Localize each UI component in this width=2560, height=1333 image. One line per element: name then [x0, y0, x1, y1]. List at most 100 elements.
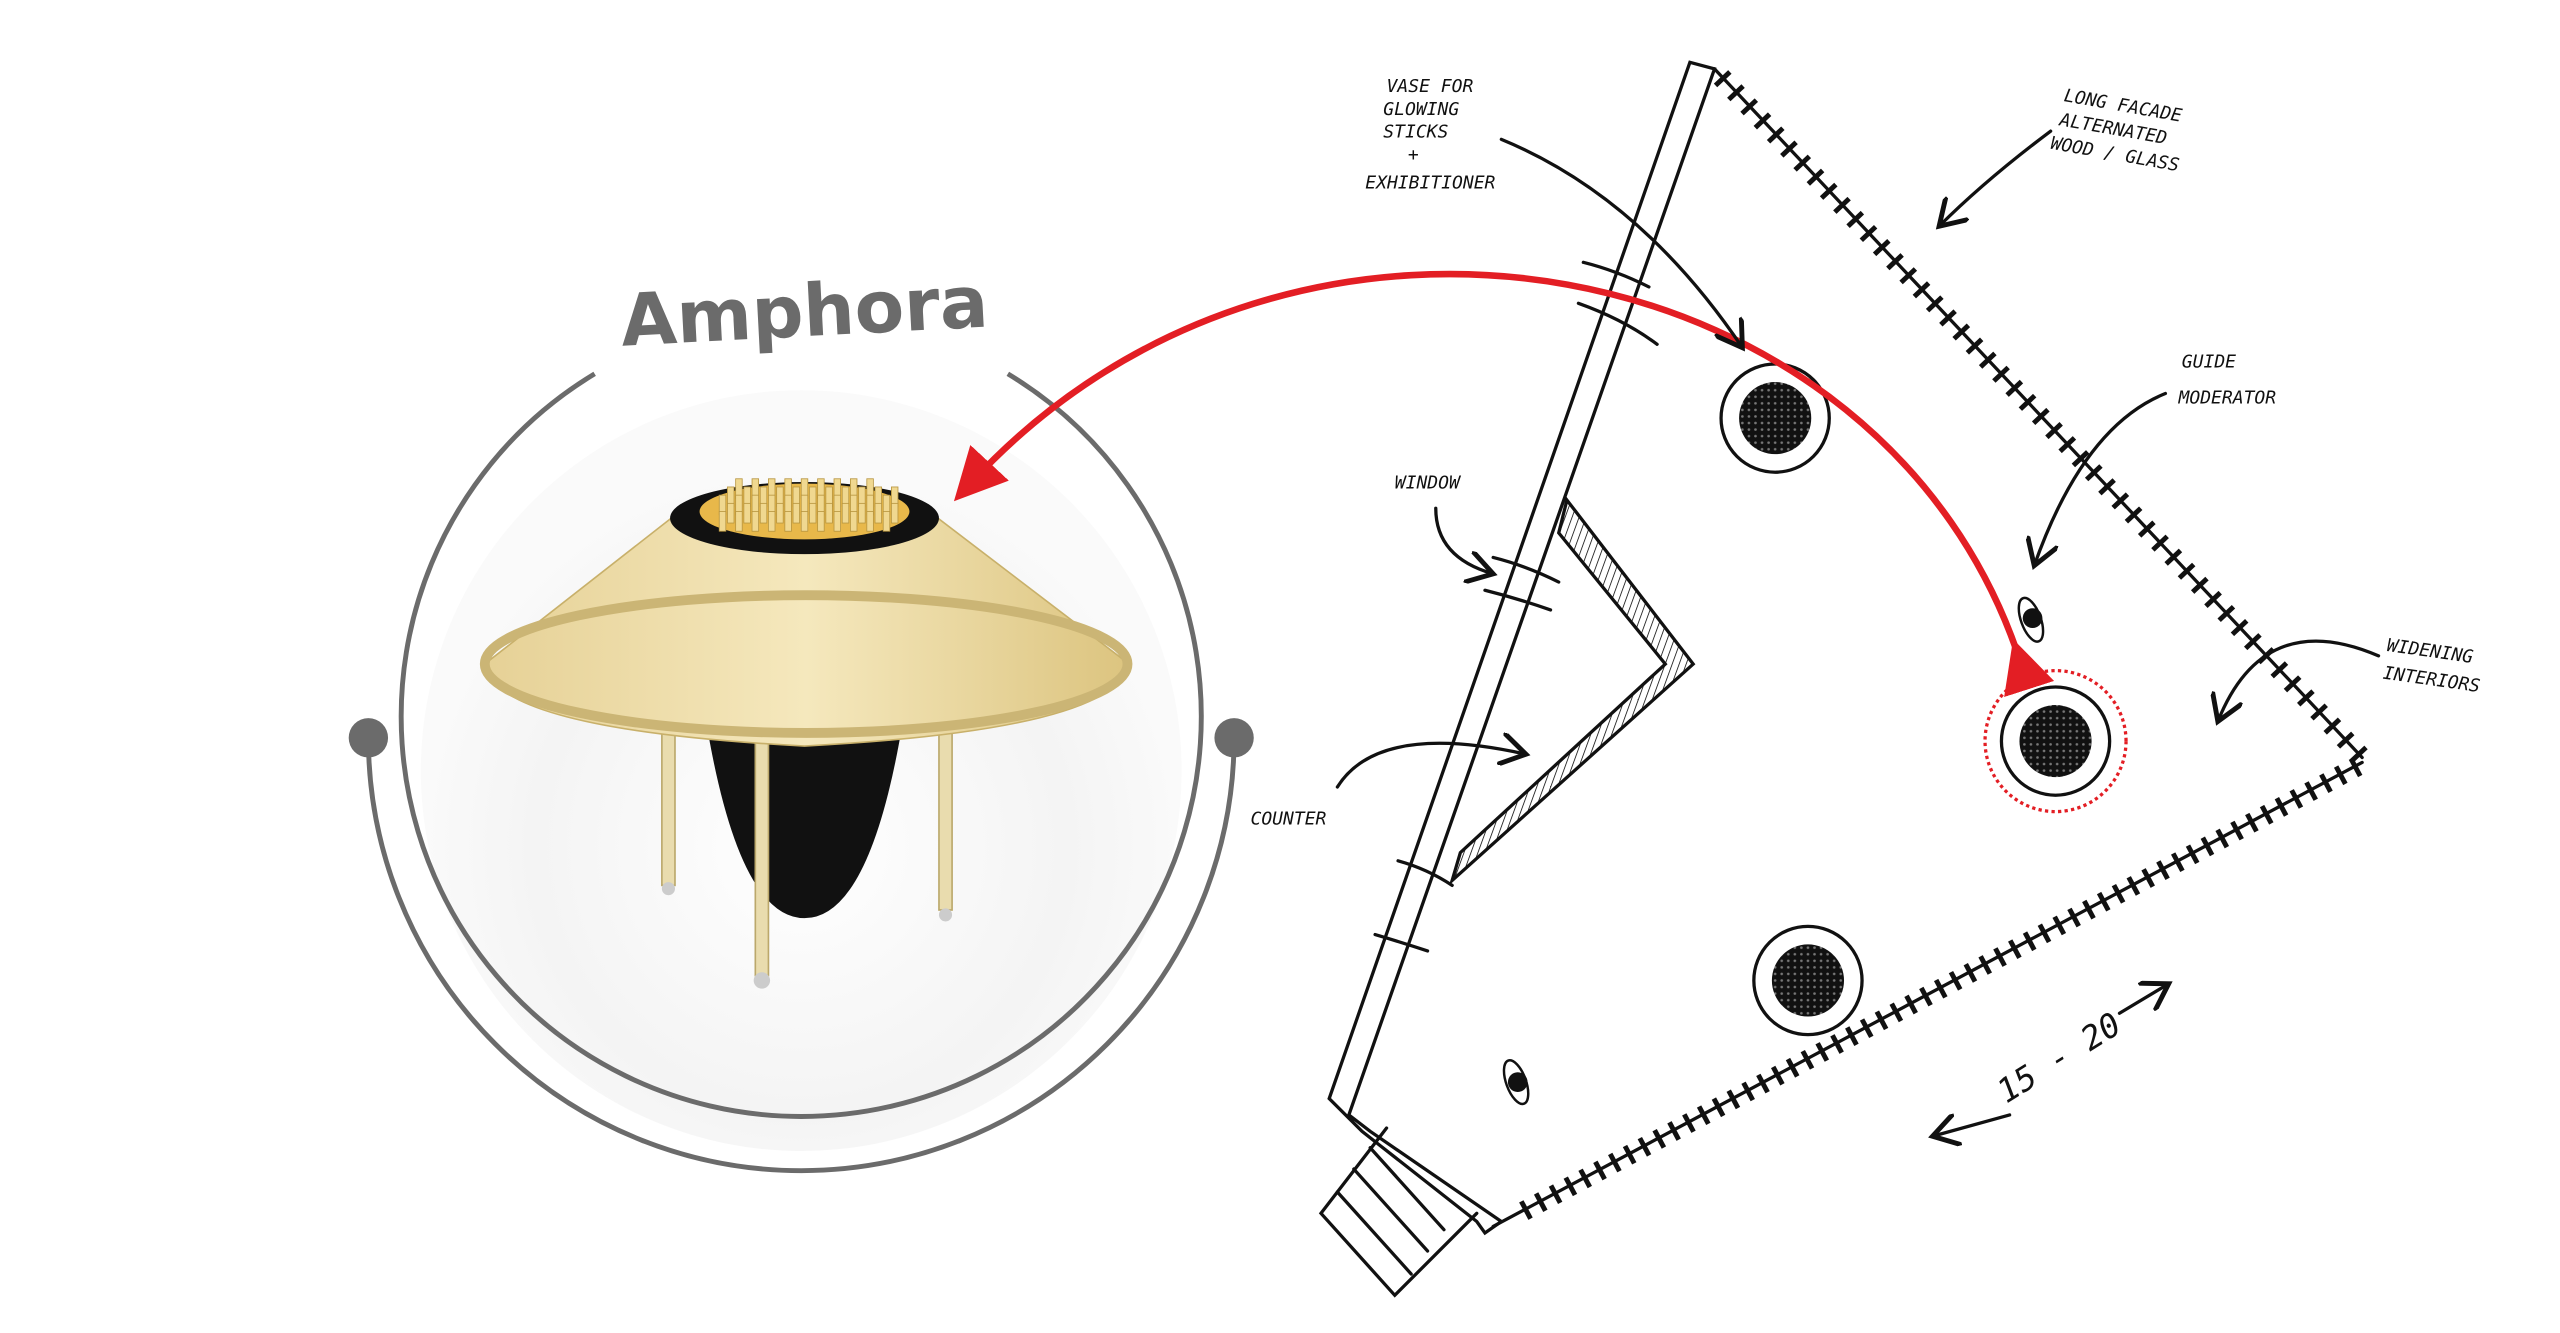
facade-panel	[2098, 478, 2116, 496]
glowing-stick	[817, 511, 825, 532]
facade-panel	[1711, 1097, 1726, 1118]
widening-leader	[2218, 639, 2381, 721]
facade-panel	[2052, 915, 2067, 936]
facade-panel	[2141, 868, 2155, 888]
vase-2-highlighted	[1983, 668, 2128, 814]
annotation-guide: GUIDE MODERATOR	[2178, 351, 2277, 408]
facade-panel	[2005, 379, 2024, 397]
svg-text:+: +	[1408, 145, 1419, 166]
facade-panel	[1800, 1049, 1815, 1070]
facade-panel	[2350, 745, 2368, 763]
facade-panel	[2156, 860, 2170, 880]
short-facade	[1491, 760, 2364, 1229]
facade-panel	[1780, 140, 1798, 158]
glowing-stick	[792, 502, 801, 524]
facade-panel	[1963, 963, 1978, 983]
facade-panel	[1770, 1065, 1785, 1086]
facade-panel	[2215, 828, 2230, 849]
facade-panel	[2283, 675, 2302, 693]
vase-leader	[1499, 137, 1742, 347]
facade-panel	[1696, 1105, 1711, 1126]
glowing-stick	[800, 511, 809, 532]
entrance-stairs	[1318, 1126, 1479, 1298]
facade-panel	[1965, 337, 1984, 355]
facade-panel	[1726, 1089, 1741, 1110]
glowing-stick	[718, 511, 727, 532]
facade-panel	[1925, 295, 1944, 313]
product-title: Amphora	[619, 261, 991, 364]
svg-text:GLOWING: GLOWING	[1383, 99, 1459, 120]
facade-panel	[2319, 773, 2333, 793]
facade-panel	[2067, 907, 2081, 928]
facade-panel	[2037, 923, 2052, 944]
facade-panel	[2031, 407, 2050, 425]
facade-panel	[2200, 836, 2215, 857]
svg-text:EXHIBITIONER: EXHIBITIONER	[1365, 173, 1495, 194]
facade-panel	[1978, 955, 1993, 975]
facade-panel	[2022, 931, 2037, 952]
visitor-figure-icon	[1502, 1059, 1530, 1106]
facade-panel	[2071, 450, 2090, 468]
facade-panel	[2245, 812, 2259, 833]
facade-panel	[1889, 1002, 1904, 1023]
counter-shape	[1448, 496, 1696, 886]
facade-panel	[1622, 1144, 1637, 1165]
glowing-stick	[759, 502, 768, 524]
facade-panel	[2333, 765, 2348, 786]
glowing-stick	[841, 502, 850, 524]
facade-panel	[1919, 986, 1933, 1007]
facade-panel	[1899, 267, 1918, 285]
facade-panel	[2082, 899, 2096, 920]
facade-panel	[1886, 253, 1904, 271]
facade-panel	[2310, 703, 2328, 721]
facade-panel	[1948, 970, 1963, 991]
glowing-stick	[768, 511, 776, 532]
facade-panel	[1846, 210, 1865, 228]
glowing-stick	[825, 502, 833, 524]
facade-panel	[1952, 323, 1971, 341]
facade-panel	[1637, 1136, 1652, 1157]
facade-panel	[1578, 1168, 1593, 1189]
facade-leader	[1939, 129, 2053, 226]
facade-panel	[2289, 789, 2304, 809]
facade-panel	[2259, 804, 2274, 825]
glowing-stick	[809, 502, 817, 524]
guide-figure-icon	[2017, 596, 2045, 643]
facade-panel	[2008, 939, 2022, 959]
glowing-stick	[735, 511, 743, 532]
facade-panel	[2045, 421, 2063, 440]
facade-panel	[1904, 994, 1918, 1015]
glowing-stick	[891, 502, 899, 524]
facade-panel	[1819, 182, 1838, 200]
svg-text:INTERIORS: INTERIORS	[2382, 663, 2482, 697]
arc-dot-left	[348, 718, 389, 758]
facade-panel	[2126, 876, 2141, 896]
facade-panel	[2018, 393, 2037, 411]
facade-panel	[2270, 661, 2289, 679]
glowing-stick	[866, 511, 874, 532]
product-panel: Amphora	[348, 261, 1254, 1174]
dimension-arrow-right	[2117, 984, 2168, 1015]
facade-panel	[1727, 84, 1745, 102]
glowing-stick	[743, 502, 751, 524]
facade-panel	[1667, 1121, 1681, 1141]
facade-panel	[2111, 883, 2126, 904]
glowing-stick	[751, 511, 760, 532]
facade-panel	[2096, 891, 2111, 912]
facade-panel	[1563, 1176, 1578, 1197]
facade-panel	[1833, 196, 1851, 214]
glowing-stick	[784, 511, 792, 532]
glowing-stick	[850, 511, 858, 532]
facade-panel	[2323, 717, 2342, 735]
guide-leader	[2034, 391, 2168, 566]
annotation-dimension: 15 - 20	[1990, 1005, 2127, 1110]
glowing-stick	[858, 502, 866, 524]
facade-panel	[1713, 70, 1732, 88]
annotation-counter: COUNTER	[1250, 809, 1326, 830]
facade-panel	[2243, 633, 2262, 651]
facade-panel	[2274, 797, 2289, 817]
facade-panel	[2336, 731, 2355, 749]
facade-panel	[1785, 1057, 1800, 1078]
facade-panel	[1830, 1034, 1844, 1054]
